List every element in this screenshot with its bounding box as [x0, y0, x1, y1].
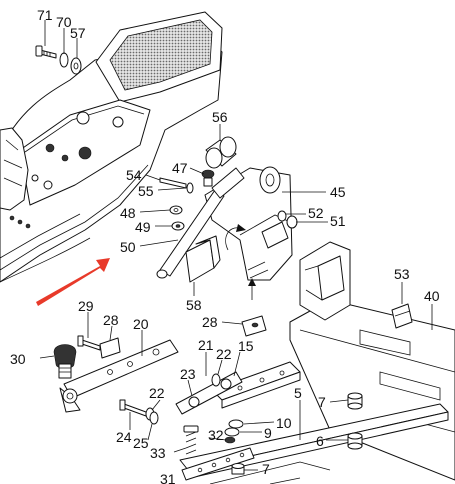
nut-32: [224, 436, 236, 444]
nut-51: [286, 215, 298, 229]
callout-40: 40: [424, 288, 440, 304]
lever-20: [59, 339, 179, 413]
callout-6: 6: [316, 433, 324, 449]
washer-9: [224, 427, 240, 437]
base-plate-edge: [209, 461, 331, 484]
bushing-56: [205, 136, 237, 169]
callout-22-lower: 22: [149, 385, 165, 401]
washer-70: [59, 52, 69, 68]
leader-lines: [39, 20, 433, 471]
callout-labels: 71 70 57 56 47 54 55 48 49 50 45 52 51 5…: [10, 7, 440, 484]
callout-33: 33: [150, 445, 166, 461]
callout-49: 49: [135, 219, 151, 235]
seat-pad-texture: [109, 19, 213, 91]
callout-25: 25: [133, 435, 149, 451]
callout-32: 32: [208, 427, 224, 443]
up-arrow: [248, 278, 256, 286]
rail-15: [211, 361, 301, 409]
callout-53: 53: [394, 266, 410, 282]
strip-31: [181, 447, 255, 481]
spring-33: [183, 425, 199, 455]
clip-53: [391, 303, 413, 329]
washer-10: [228, 419, 244, 429]
callout-71: 71: [37, 7, 53, 23]
callout-56: 56: [212, 109, 228, 125]
callout-45: 45: [330, 184, 346, 200]
screw-54: [159, 177, 194, 194]
callout-30: 30: [10, 351, 26, 367]
callout-58: 58: [186, 297, 202, 313]
callout-70: 70: [56, 14, 72, 30]
callout-54: 54: [126, 167, 142, 183]
washer-57: [70, 57, 82, 75]
callout-47: 47: [172, 160, 188, 176]
washer-25: [149, 411, 159, 425]
seat-frame-40: [289, 241, 455, 481]
callout-20: 20: [133, 316, 149, 332]
callout-10: 10: [276, 415, 292, 431]
callout-51: 51: [330, 213, 346, 229]
callout-29: 29: [78, 298, 94, 314]
support-bracket-45: [204, 166, 293, 281]
gas-spring-50: [156, 167, 245, 279]
callout-52: 52: [308, 205, 324, 221]
screw-29: [77, 335, 101, 351]
bumper-6: [347, 432, 363, 450]
red-indicator-arrow: [36, 258, 110, 306]
callout-57: 57: [70, 25, 86, 41]
callout-5: 5: [294, 385, 302, 401]
callout-48: 48: [120, 205, 136, 221]
callout-28: 28: [202, 314, 218, 330]
clip-28-lower: [99, 337, 121, 359]
callout-24: 24: [116, 429, 132, 445]
callout-28-lower: 28: [103, 312, 119, 328]
callout-7: 7: [318, 394, 326, 410]
knob-47: [201, 169, 215, 187]
callout-50: 50: [120, 239, 136, 255]
screw-24: [119, 399, 147, 417]
bumper-7: [347, 392, 363, 410]
callout-55: 55: [138, 183, 154, 199]
washer-52: [277, 210, 287, 222]
callout-22: 22: [216, 346, 232, 362]
callout-21: 21: [198, 337, 214, 353]
bracket-58: [185, 235, 221, 283]
control-console: [0, 11, 223, 283]
bumper-7-lower: [231, 463, 245, 475]
washer-48: [169, 205, 183, 215]
washer-22: [211, 373, 221, 387]
callout-7-lower: 7: [262, 461, 270, 477]
callout-15: 15: [238, 338, 254, 354]
clip-28: [241, 315, 267, 337]
callout-9: 9: [264, 425, 272, 441]
knob-30: [53, 344, 77, 379]
callout-31: 31: [160, 471, 176, 484]
callout-23: 23: [180, 366, 196, 382]
screw-71: [35, 45, 57, 59]
